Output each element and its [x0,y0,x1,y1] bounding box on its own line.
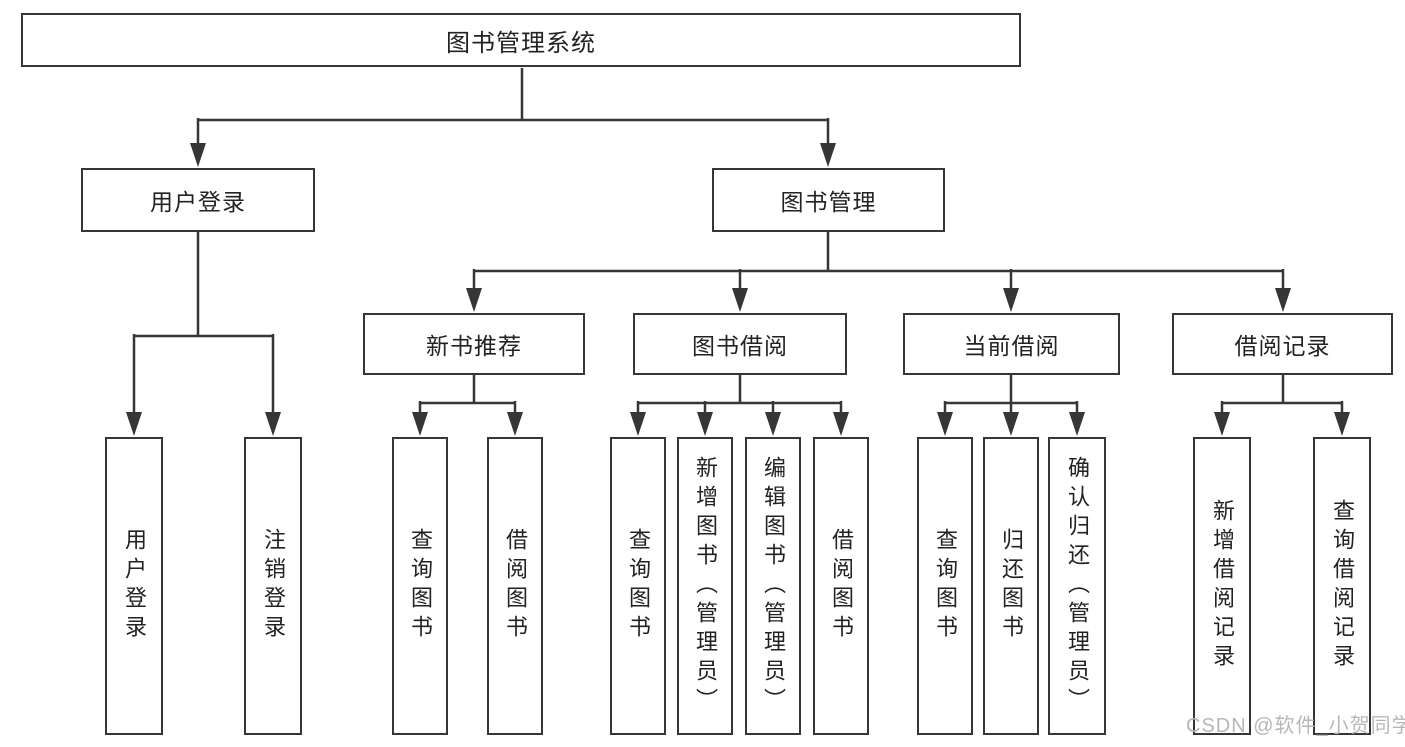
current-borrow-node: 当前借阅 [903,313,1120,375]
leaf-user-login: 用户登录 [105,437,163,735]
leaf-cb-confirm-return-admin: 确认归还（管理员） [1048,437,1106,735]
leaf-nb-query-books-label: 查询图书 [408,528,433,644]
root-node-library-system: 图书管理系统 [21,13,1021,67]
new-book-recommend-node: 新书推荐 [363,313,585,375]
csdn-watermark: CSDN @软件_小贺同学 [1186,715,1405,737]
user-login-node: 用户登录 [81,168,315,232]
borrow-records-node: 借阅记录 [1172,313,1393,375]
book-borrow-node: 图书借阅 [633,313,847,375]
leaf-logout-label: 注销登录 [261,528,286,644]
leaf-cb-return-books-label: 归还图书 [999,528,1024,644]
leaf-br-add-record: 新增借阅记录 [1193,437,1251,735]
leaf-bb-query-books: 查询图书 [610,437,666,735]
current-borrow-label: 当前借阅 [963,333,1060,359]
leaf-bb-query-books-label: 查询图书 [626,528,651,644]
leaf-br-add-record-label: 新增借阅记录 [1210,499,1235,673]
leaf-user-login-label: 用户登录 [122,528,147,644]
leaf-nb-query-books: 查询图书 [392,437,448,735]
leaf-bb-borrow-books: 借阅图书 [813,437,869,735]
leaf-bb-add-books-admin: 新增图书（管理员） [677,437,733,735]
leaf-bb-edit-books-admin: 编辑图书（管理员） [745,437,801,735]
leaf-cb-query-books-label: 查询图书 [933,528,958,644]
leaf-cb-confirm-return-admin-label: 确认归还（管理员） [1065,455,1090,717]
leaf-cb-return-books: 归还图书 [983,437,1039,735]
leaf-bb-add-books-admin-label: 新增图书（管理员） [693,455,718,717]
book-borrow-label: 图书借阅 [692,333,788,359]
leaf-cb-query-books: 查询图书 [917,437,973,735]
book-management-node: 图书管理 [712,168,945,232]
leaf-br-query-record: 查询借阅记录 [1313,437,1371,735]
leaf-br-query-record-label: 查询借阅记录 [1330,499,1355,673]
borrow-records-label: 借阅记录 [1234,333,1331,359]
leaf-nb-borrow-books-label: 借阅图书 [503,528,528,644]
leaf-nb-borrow-books: 借阅图书 [487,437,543,735]
leaf-bb-borrow-books-label: 借阅图书 [829,528,854,644]
root-node-label: 图书管理系统 [446,29,596,57]
book-management-node-label: 图书管理 [780,189,877,215]
leaf-bb-edit-books-admin-label: 编辑图书（管理员） [761,455,786,717]
leaf-logout: 注销登录 [244,437,302,735]
user-login-node-label: 用户登录 [150,189,246,215]
new-book-recommend-label: 新书推荐 [426,333,522,359]
